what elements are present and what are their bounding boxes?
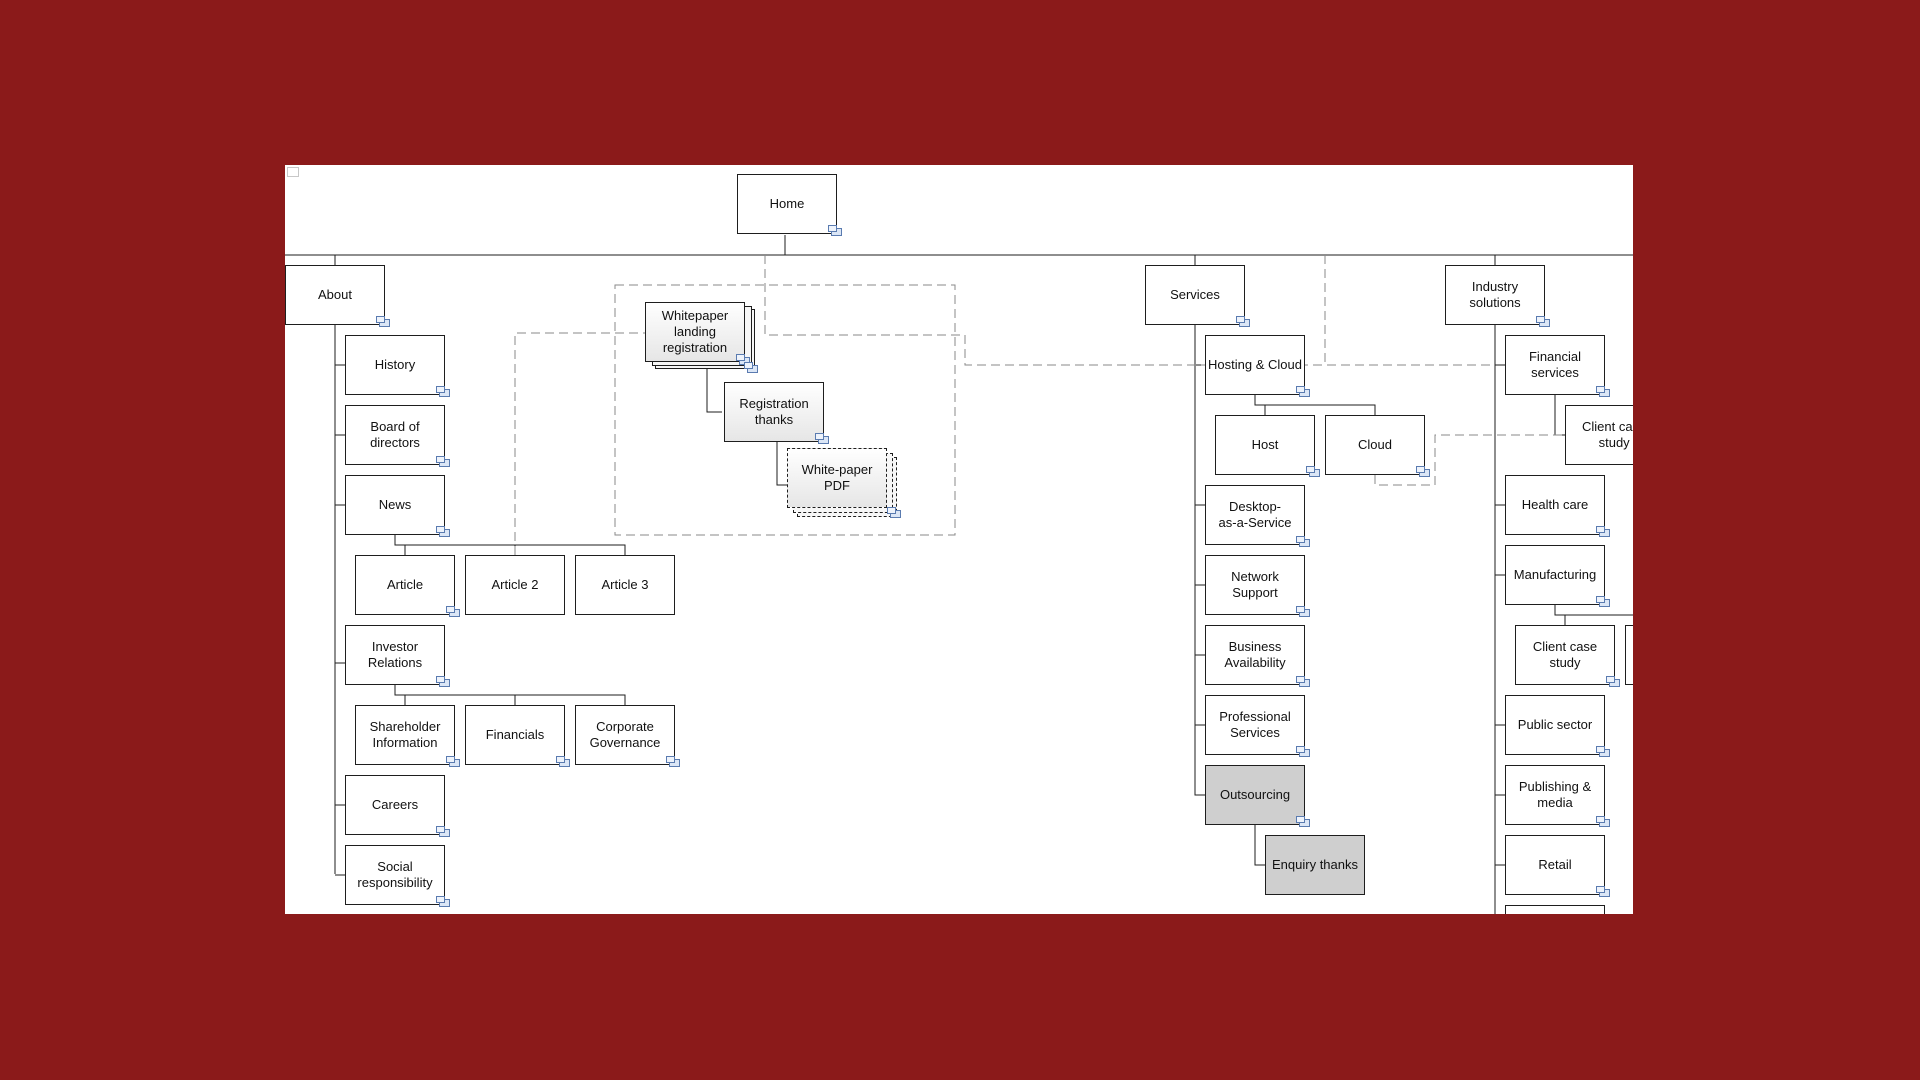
node-client-case-study[interactable]: Client case study [1515, 625, 1615, 685]
node-white-paper-pdf[interactable]: White-paper PDF [787, 448, 887, 508]
node-partial[interactable] [1505, 905, 1605, 914]
node-article-3[interactable]: Article 3 [575, 555, 675, 615]
node-desktop-as-a-service[interactable]: Desktop- as-a-Service [1205, 485, 1305, 545]
node-client-case-study[interactable]: Client case study [1565, 405, 1633, 465]
node-partial[interactable] [1625, 625, 1633, 685]
node-investor-relations[interactable]: Investor Relations [345, 625, 445, 685]
node-manufacturing[interactable]: Manufacturing [1505, 545, 1605, 605]
page-icon [436, 386, 450, 397]
node-news[interactable]: News [345, 475, 445, 535]
page-icon [1296, 816, 1310, 827]
page-icon [1596, 386, 1610, 397]
node-outsourcing[interactable]: Outsourcing [1205, 765, 1305, 825]
page-icon [1306, 466, 1320, 477]
page-icon [446, 756, 460, 767]
node-retail[interactable]: Retail [1505, 835, 1605, 895]
node-home[interactable]: Home [737, 174, 837, 234]
page-handle-icon[interactable] [287, 167, 299, 177]
page-icon [1596, 596, 1610, 607]
node-cloud[interactable]: Cloud [1325, 415, 1425, 475]
node-article-2[interactable]: Article 2 [465, 555, 565, 615]
page-icon [446, 606, 460, 617]
node-network-support[interactable]: Network Support [1205, 555, 1305, 615]
page-icon [1236, 316, 1250, 327]
page-icon [1596, 526, 1610, 537]
page-icon [436, 826, 450, 837]
page-icon [1296, 386, 1310, 397]
page-icon [1296, 676, 1310, 687]
page-icon [1596, 816, 1610, 827]
page-icon [556, 756, 570, 767]
page-icon [887, 507, 901, 518]
page-icon [828, 225, 842, 236]
node-social-responsibility[interactable]: Social responsibility [345, 845, 445, 905]
page-icon [1596, 886, 1610, 897]
node-article[interactable]: Article [355, 555, 455, 615]
node-enquiry-thanks[interactable]: Enquiry thanks [1265, 835, 1365, 895]
page-icon [436, 526, 450, 537]
page-icon [436, 896, 450, 907]
page-icon [376, 316, 390, 327]
solid-connectors [285, 235, 1633, 914]
page-icon [1606, 676, 1620, 687]
node-industry-solutions[interactable]: Industry solutions [1445, 265, 1545, 325]
node-host[interactable]: Host [1215, 415, 1315, 475]
node-corporate-governance[interactable]: Corporate Governance [575, 705, 675, 765]
page-icon [1296, 536, 1310, 547]
node-financial-services[interactable]: Financial services [1505, 335, 1605, 395]
node-hosting-cloud[interactable]: Hosting & Cloud [1205, 335, 1305, 395]
page-icon [436, 676, 450, 687]
node-professional-services[interactable]: Professional Services [1205, 695, 1305, 755]
node-public-sector[interactable]: Public sector [1505, 695, 1605, 755]
page-icon [436, 456, 450, 467]
node-business-availability[interactable]: Business Availability [1205, 625, 1305, 685]
page-icon [1296, 746, 1310, 757]
node-whitepaper-landing-registration[interactable]: Whitepaper landing registration [645, 302, 745, 362]
page-icon [815, 433, 829, 444]
dashed-connectors [514, 255, 1565, 555]
connector-lines [285, 235, 1633, 914]
sitemap-canvas: Home About History Board of directors Ne… [285, 165, 1633, 914]
node-board[interactable]: Board of directors [345, 405, 445, 465]
node-about[interactable]: About [285, 265, 385, 325]
node-shareholder-information[interactable]: Shareholder Information [355, 705, 455, 765]
page-icon [1536, 316, 1550, 327]
node-publishing-media[interactable]: Publishing & media [1505, 765, 1605, 825]
page-icon [1596, 746, 1610, 757]
node-history[interactable]: History [345, 335, 445, 395]
page-icon [744, 362, 758, 373]
page-icon [666, 756, 680, 767]
page-icon [1296, 606, 1310, 617]
node-services[interactable]: Services [1145, 265, 1245, 325]
page-icon [1416, 466, 1430, 477]
node-registration-thanks[interactable]: Registration thanks [724, 382, 824, 442]
node-financials[interactable]: Financials [465, 705, 565, 765]
node-health-care[interactable]: Health care [1505, 475, 1605, 535]
node-careers[interactable]: Careers [345, 775, 445, 835]
